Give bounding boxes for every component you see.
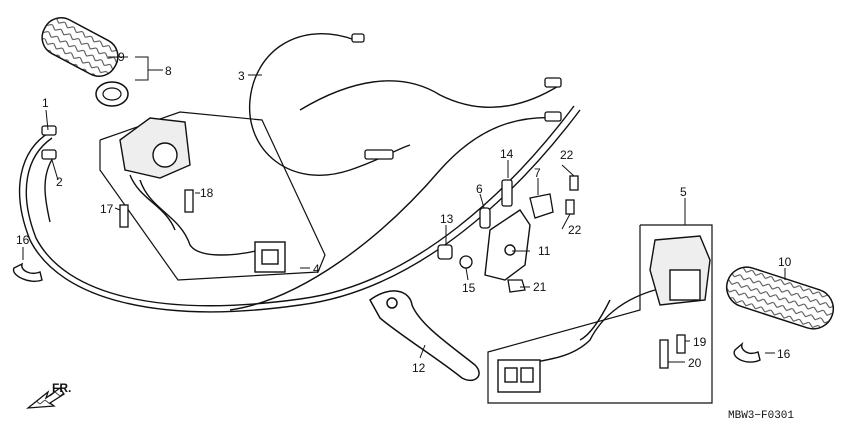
right-switch-box	[487, 224, 713, 404]
part-label: 10	[778, 255, 792, 269]
lever-bracket	[484, 209, 531, 281]
diagram-code: MBW3−F0301	[728, 410, 794, 422]
part-label: 16	[16, 233, 30, 247]
part-label: 7	[534, 166, 541, 180]
part-label: 4	[313, 262, 320, 276]
left-switch-box	[99, 111, 326, 281]
part-label: 9	[118, 50, 125, 64]
part-label: 17	[100, 202, 114, 216]
left-grip	[41, 17, 129, 107]
part-label: 15	[462, 281, 476, 295]
part-label: 8	[165, 64, 172, 78]
part-label: 13	[440, 212, 454, 226]
part-label: 1	[42, 96, 49, 110]
part-label: 3	[238, 69, 245, 83]
part-label: 20	[688, 356, 702, 370]
part-label: 12	[412, 361, 426, 375]
part-label: 21	[533, 280, 547, 294]
leader-lines	[22, 56, 786, 363]
part-labels: 1 2 3 4 5 6 7 8 9 10 11 12 13 14 15 16 1…	[16, 50, 792, 375]
clutch-lever	[369, 290, 480, 382]
part-label: 11	[538, 244, 551, 258]
part-label: 18	[200, 186, 214, 200]
cable-clips	[12, 262, 761, 363]
cable-ends	[41, 33, 562, 160]
front-direction-arrow: FR.	[25, 381, 71, 409]
part-label: 5	[680, 185, 687, 199]
right-grip	[725, 266, 835, 330]
part-label: 2	[56, 175, 63, 189]
direction-label: FR.	[52, 381, 71, 395]
part-label: 22	[560, 148, 574, 162]
left-switch-housing	[119, 117, 286, 273]
right-switch-housing	[497, 235, 711, 393]
part-label: 14	[500, 147, 514, 161]
part-label: 22	[568, 223, 582, 237]
part-label: 19	[693, 335, 707, 349]
hardware	[119, 175, 686, 369]
part-label: 6	[476, 182, 483, 196]
throttle-cable	[229, 33, 561, 311]
part-label: 16	[777, 347, 791, 361]
